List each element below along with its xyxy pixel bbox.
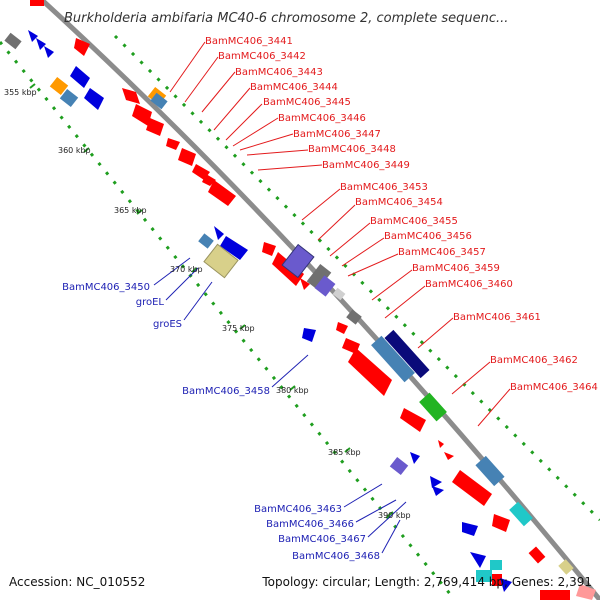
gene-arrow xyxy=(490,560,502,570)
gene-arrow xyxy=(302,328,316,342)
gene-arrow xyxy=(419,392,447,422)
gene-arrow xyxy=(462,522,478,536)
gene-arrow xyxy=(198,233,214,249)
gene-arrow xyxy=(438,440,444,448)
tick-label: 370 kbp xyxy=(170,265,203,274)
accession-text: Accession: NC_010552 xyxy=(9,575,145,589)
gene-arrow xyxy=(178,148,196,166)
forward-gene-label: BamMC406_3443 xyxy=(235,67,323,78)
reverse-callouts xyxy=(153,257,407,554)
gene-arrow xyxy=(475,455,505,487)
forward-gene-label: BamMC406_3454 xyxy=(355,197,443,208)
gene-arrow xyxy=(444,452,454,460)
gene-arrow xyxy=(70,66,90,88)
gene-arrow xyxy=(576,584,596,600)
forward-callouts xyxy=(169,41,511,427)
gene-arrow xyxy=(262,242,276,256)
reverse-gene-label: BamMC406_3450 xyxy=(62,282,150,293)
gene-arrow xyxy=(400,408,426,432)
gene-arrow xyxy=(208,180,236,206)
forward-gene-label: BamMC406_3446 xyxy=(278,113,366,124)
gene-arrow xyxy=(166,138,180,150)
forward-gene-label: BamMC406_3445 xyxy=(263,97,351,108)
topology-text: Topology: circular; Length: 2,769,414 bp… xyxy=(261,575,592,589)
reverse-gene-label: groES xyxy=(153,319,182,330)
gene-arrow xyxy=(348,348,392,396)
gene-arrow xyxy=(528,546,546,564)
forward-gene-label: BamMC406_3449 xyxy=(322,160,410,171)
reverse-gene-label: groEL xyxy=(136,297,165,308)
gene-arrow xyxy=(371,335,415,383)
map-title: Burkholderia ambifaria MC40-6 chromosome… xyxy=(64,11,508,26)
tick-marks xyxy=(29,83,394,517)
gene-arrow xyxy=(500,578,512,592)
gene-arrow xyxy=(410,452,420,464)
reverse-gene-label: BamMC406_3467 xyxy=(278,534,366,545)
gene-arrow xyxy=(132,104,152,126)
reverse-gene-label: BamMC406_3458 xyxy=(182,386,270,397)
gene-arrow xyxy=(150,92,168,110)
reverse-gene-label: BamMC406_3468 xyxy=(292,551,380,562)
gene-arrow xyxy=(314,275,336,297)
gene-arrow xyxy=(59,88,79,108)
gene-arrow xyxy=(509,501,533,527)
forward-gene-label: BamMC406_3462 xyxy=(490,355,578,366)
gene-arrow xyxy=(492,574,502,586)
gene-arrow xyxy=(28,30,38,42)
gene-arrow xyxy=(432,486,444,496)
forward-gene-label: BamMC406_3457 xyxy=(398,247,486,258)
gene-arrow xyxy=(476,570,492,582)
gene-arrow xyxy=(332,287,346,301)
gene-arrow xyxy=(146,118,164,136)
forward-features xyxy=(30,0,596,600)
tick-label: 375 kbp xyxy=(222,324,255,333)
tick-label: 355 kbp xyxy=(4,88,37,97)
gene-arrow xyxy=(306,264,332,290)
gene-arrow xyxy=(389,456,409,476)
tick-label: 380 kbp xyxy=(276,386,309,395)
gene-arrow xyxy=(492,514,510,532)
gene-arrow xyxy=(36,38,46,50)
forward-gene-label: BamMC406_3448 xyxy=(308,144,396,155)
forward-gene-label: BamMC406_3444 xyxy=(250,82,338,93)
tick-label: 360 kbp xyxy=(58,146,91,155)
gene-arrow xyxy=(430,476,442,488)
reverse-gene-label: BamMC406_3463 xyxy=(254,504,342,515)
tick-label: 385 kbp xyxy=(328,448,361,457)
gene-arrow xyxy=(346,309,362,325)
reverse-features xyxy=(4,30,512,592)
gene-arrow xyxy=(122,88,140,104)
tick-label: 390 kbp xyxy=(378,511,411,520)
gene-arrow xyxy=(84,88,104,110)
tick-label: 365 kbp xyxy=(114,206,147,215)
gene-arrow xyxy=(384,329,430,379)
forward-gene-label: BamMC406_3453 xyxy=(340,182,428,193)
gene-arrow xyxy=(336,322,348,334)
gene-arrow xyxy=(558,559,574,575)
forward-gene-label: BamMC406_3447 xyxy=(293,129,381,140)
forward-gene-label: BamMC406_3461 xyxy=(453,312,541,323)
gene-arrow xyxy=(281,243,315,279)
gene-arrow xyxy=(203,243,239,279)
forward-gene-label: BamMC406_3456 xyxy=(384,231,472,242)
gene-arrow xyxy=(44,46,54,58)
gene-arrow xyxy=(540,590,570,600)
gene-arrow xyxy=(4,32,22,50)
gene-arrow xyxy=(220,236,248,260)
forward-gene-label: BamMC406_3441 xyxy=(205,36,293,47)
forward-gene-label: BamMC406_3464 xyxy=(510,382,598,393)
gene-arrow xyxy=(452,470,492,506)
gene-arrow xyxy=(470,552,486,568)
forward-gene-label: BamMC406_3460 xyxy=(425,279,513,290)
gene-arrow xyxy=(30,0,44,6)
gene-arrow xyxy=(74,38,90,56)
gene-arrow xyxy=(214,226,224,240)
gene-arrow xyxy=(49,76,69,96)
forward-gene-label: BamMC406_3455 xyxy=(370,216,458,227)
reverse-gene-label: BamMC406_3466 xyxy=(266,519,354,530)
forward-gene-label: BamMC406_3459 xyxy=(412,263,500,274)
forward-gene-label: BamMC406_3442 xyxy=(218,51,306,62)
gene-arrow xyxy=(300,278,310,290)
